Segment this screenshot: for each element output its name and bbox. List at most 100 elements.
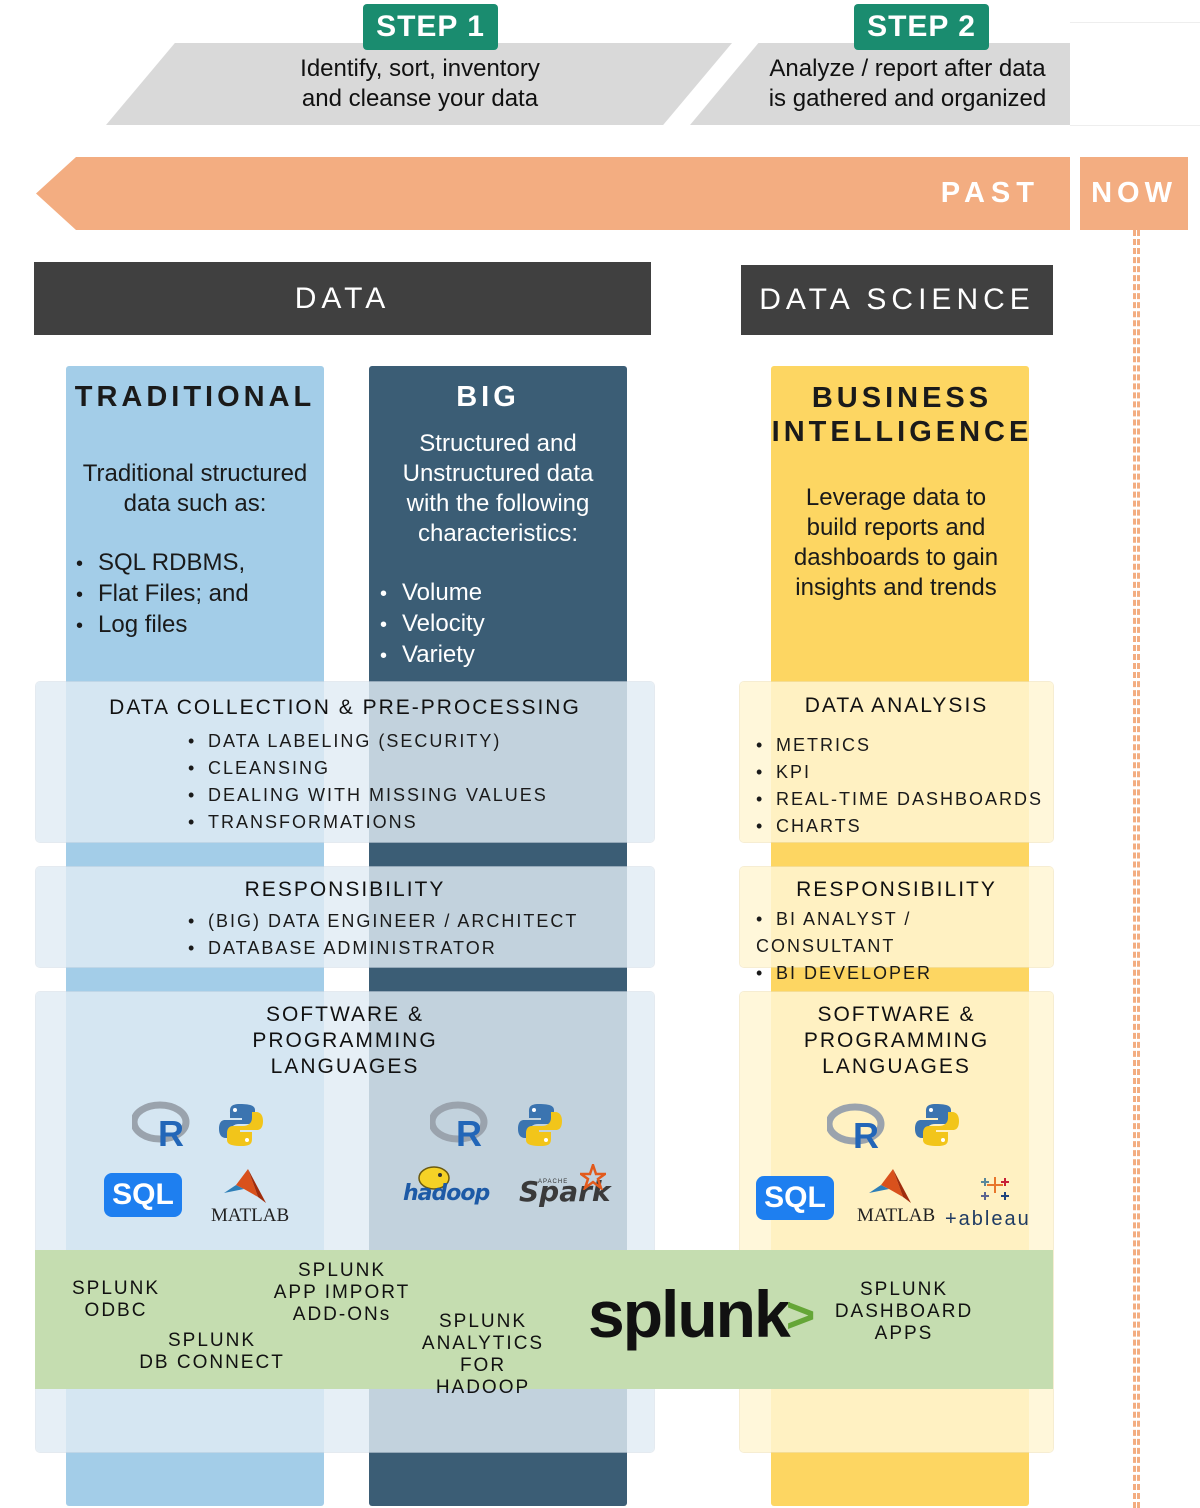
list-item: CLEANSING xyxy=(188,755,548,782)
splunk-odbc-line: SPLUNK xyxy=(71,1278,161,1299)
traditional-desc-line1: Traditional structured xyxy=(82,460,308,487)
list-item: METRICS xyxy=(756,732,1043,759)
software-ds-title: SOFTWARE & PROGRAMMING LANGUAGES xyxy=(740,1002,1053,1080)
matlab-logo-icon xyxy=(224,1169,266,1203)
past-label: PAST xyxy=(940,177,1040,209)
r-logo-icon: R xyxy=(132,1101,190,1150)
spark-logo: Spark xyxy=(519,1175,611,1208)
list-item: REAL-TIME DASHBOARDS xyxy=(756,786,1043,813)
splunk-odbc: SPLUNK ODBC xyxy=(66,1278,166,1322)
data-analysis-panel: DATA ANALYSIS METRICS KPI REAL-TIME DASH… xyxy=(740,682,1053,842)
data-collection-title: DATA COLLECTION & PRE-PROCESSING xyxy=(109,696,581,719)
responsibility-data-list: (BIG) DATA ENGINEER / ARCHITECT DATABASE… xyxy=(188,908,578,962)
splunk-dashboard-apps: SPLUNK DASHBOARD APPS xyxy=(834,1279,974,1345)
list-item: DATABASE ADMINISTRATOR xyxy=(188,935,578,962)
splunk-db-connect-line: SPLUNK xyxy=(167,1330,257,1351)
splunk-app-import: SPLUNK APP IMPORT ADD-ONs xyxy=(272,1260,412,1326)
header-data: DATA xyxy=(34,262,651,335)
responsibility-ds-title: RESPONSIBILITY xyxy=(796,878,997,901)
list-item: Flat Files; and xyxy=(76,579,316,610)
tableau-cross-icon xyxy=(981,1177,1009,1200)
splunk-app-import-line: APP IMPORT xyxy=(273,1282,411,1303)
step2-description: Analyze / report after data is gathered … xyxy=(745,54,1070,114)
big-title: BIG xyxy=(456,381,520,413)
now-dashed-line xyxy=(1133,230,1140,1508)
matlab-label: MATLAB xyxy=(857,1205,936,1226)
step2-line1: Analyze / report after data xyxy=(769,55,1046,82)
spark-star-icon xyxy=(580,1164,606,1190)
traditional-list: SQL RDBMS, Flat Files; and Log files xyxy=(76,548,316,641)
hadoop-elephant-icon xyxy=(418,1166,450,1190)
matlab-label: MATLAB xyxy=(211,1205,290,1226)
software-title-line: PROGRAMMING xyxy=(803,1029,990,1052)
traditional-title: TRADITIONAL xyxy=(74,381,316,413)
bi-desc-line: insights and trends xyxy=(795,574,997,601)
splunk-db-connect-line: DB CONNECT xyxy=(139,1352,285,1373)
big-description: Structured and Unstructured data with th… xyxy=(369,429,627,549)
responsibility-data-title: RESPONSIBILITY xyxy=(244,878,446,901)
splunk-dashboard-line: SPLUNK xyxy=(859,1279,949,1300)
tableau-logo: +ableau xyxy=(945,1208,1031,1230)
step1-line1: Identify, sort, inventory xyxy=(300,55,540,82)
traditional-desc-line2: data such as: xyxy=(123,490,267,517)
data-analysis-list: METRICS KPI REAL-TIME DASHBOARDS CHARTS xyxy=(756,732,1043,840)
bi-desc-line: build reports and xyxy=(806,514,986,541)
splunk-odbc-line: ODBC xyxy=(84,1300,148,1321)
python-logo-icon xyxy=(915,1104,959,1146)
bi-title: BUSINESS INTELLIGENCE xyxy=(771,381,1033,449)
sql-logo-icon: SQL xyxy=(104,1173,182,1217)
list-item: TRANSFORMATIONS xyxy=(188,809,548,836)
list-item: BI DEVELOPER xyxy=(756,960,1053,987)
software-title-line: LANGUAGES xyxy=(822,1055,971,1078)
bi-title-line1: BUSINESS xyxy=(811,382,993,414)
big-desc-line: with the following xyxy=(406,490,590,517)
sql-logo-icon: SQL xyxy=(756,1176,834,1220)
step2-banner xyxy=(690,43,1070,125)
matlab-logo-icon xyxy=(869,1169,911,1203)
splunk-logo: splunk xyxy=(588,1277,791,1351)
software-title-line: SOFTWARE & xyxy=(265,1003,425,1026)
spark-apache-label: APACHE xyxy=(538,1179,569,1185)
software-title-line: PROGRAMMING xyxy=(252,1029,438,1052)
step2-badge: STEP 2 xyxy=(854,4,989,50)
step1-badge: STEP 1 xyxy=(363,4,498,50)
responsibility-ds-list: BI ANALYST / CONSULTANT BI DEVELOPER xyxy=(756,906,1053,987)
bi-title-line2: INTELLIGENCE xyxy=(771,416,1033,448)
splunk-app-import-line: ADD-ONs xyxy=(292,1304,392,1325)
list-item: SQL RDBMS, xyxy=(76,548,316,579)
now-label: NOW xyxy=(1080,157,1188,230)
step1-banner xyxy=(106,43,732,125)
step1-line2: and cleanse your data xyxy=(301,85,539,112)
list-item: Log files xyxy=(76,610,316,641)
splunk-analytics-line: SPLUNK xyxy=(438,1311,528,1332)
list-item: KPI xyxy=(756,759,1043,786)
header-data-science: DATA SCIENCE xyxy=(741,265,1053,335)
software-title-line: SOFTWARE & xyxy=(817,1003,976,1026)
list-item: Variety xyxy=(380,640,620,671)
traditional-description: Traditional structured data such as: xyxy=(66,459,324,519)
splunk-db-connect: SPLUNK DB CONNECT xyxy=(136,1330,288,1374)
list-item: DATA LABELING (SECURITY) xyxy=(188,728,548,755)
data-analysis-title: DATA ANALYSIS xyxy=(804,694,989,717)
splunk-analytics-hadoop: SPLUNK ANALYTICS FOR HADOOP xyxy=(396,1311,570,1399)
splunk-analytics-line: ANALYTICS FOR xyxy=(421,1333,545,1376)
data-collection-panel: DATA COLLECTION & PRE-PROCESSING DATA LA… xyxy=(36,682,654,842)
r-logo-icon: R xyxy=(430,1101,488,1150)
list-item: BI ANALYST / CONSULTANT xyxy=(756,906,1053,960)
list-item: Volume xyxy=(380,578,620,609)
splunk-dashboard-line: APPS xyxy=(874,1323,934,1344)
responsibility-data-panel: RESPONSIBILITY (BIG) DATA ENGINEER / ARC… xyxy=(36,867,654,967)
software-title-line: LANGUAGES xyxy=(270,1055,420,1078)
past-arrow xyxy=(36,157,1070,230)
data-collection-list: DATA LABELING (SECURITY) CLEANSING DEALI… xyxy=(188,728,548,836)
python-logo-icon xyxy=(518,1104,562,1146)
big-desc-line: Unstructured data xyxy=(402,460,594,487)
responsibility-ds-panel: RESPONSIBILITY BI ANALYST / CONSULTANT B… xyxy=(740,867,1053,983)
splunk-analytics-line: HADOOP xyxy=(435,1377,531,1398)
r-logo-icon: R xyxy=(827,1103,885,1152)
python-logo-icon xyxy=(219,1104,263,1146)
software-data-title: SOFTWARE & PROGRAMMING LANGUAGES xyxy=(36,1002,654,1080)
big-desc-line: characteristics: xyxy=(417,520,579,547)
splunk-band xyxy=(35,1250,1053,1389)
step2-line2: is gathered and organized xyxy=(768,85,1047,112)
